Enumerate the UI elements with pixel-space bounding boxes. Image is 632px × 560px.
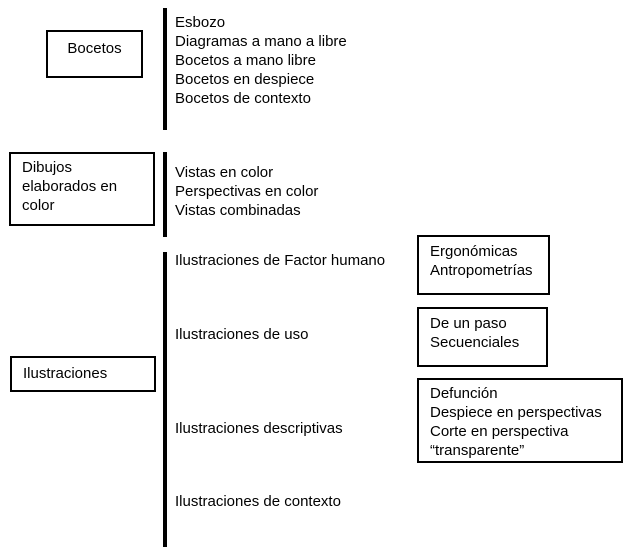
- bocetos-box-label: Bocetos: [67, 40, 122, 57]
- list-item: Corte en perspectiva: [430, 423, 569, 440]
- list-item: Diagramas a mano a libre: [175, 33, 347, 50]
- list-item: “transparente”: [430, 442, 525, 459]
- ilustraciones-connector-bar: [163, 252, 167, 547]
- list-item: Vistas combinadas: [175, 202, 301, 219]
- ilustraciones-item-uso: Ilustraciones de uso: [175, 326, 309, 343]
- dibujos-box: Dibujos elaborados en color: [9, 152, 155, 226]
- dibujos-box-label: Dibujos elaborados en color: [22, 159, 118, 214]
- list-item: Antropometrías: [430, 262, 533, 279]
- list-item: Bocetos en despiece: [175, 71, 315, 88]
- bocetos-item-list: Esbozo Diagramas a mano a libre Bocetos …: [175, 13, 347, 108]
- ilustraciones-item-descriptivas: Ilustraciones descriptivas: [175, 420, 343, 437]
- uso-detail-box: De un paso Secuenciales: [417, 307, 548, 367]
- list-item: Despiece en perspectivas: [430, 404, 602, 421]
- list-item: Secuenciales: [430, 334, 520, 351]
- bocetos-connector-bar: [163, 8, 167, 130]
- bocetos-box: Bocetos: [46, 30, 143, 78]
- list-item: De un paso: [430, 315, 507, 332]
- list-item: Perspectivas en color: [175, 183, 319, 200]
- list-item: Bocetos a mano libre: [175, 52, 316, 69]
- list-item: Bocetos de contexto: [175, 90, 311, 107]
- list-item: Esbozo: [175, 14, 226, 31]
- dibujos-connector-bar: [163, 152, 167, 237]
- ilustraciones-item-contexto: Ilustraciones de contexto: [175, 493, 341, 510]
- dibujos-item-list: Vistas en color Perspectivas en color Vi…: [175, 163, 318, 220]
- factor-humano-detail-box: Ergonómicas Antropometrías: [417, 235, 550, 295]
- list-item: Ergonómicas: [430, 243, 518, 260]
- list-item: Defunción: [430, 385, 498, 402]
- list-item: Vistas en color: [175, 164, 274, 181]
- ilustraciones-box: Ilustraciones: [10, 356, 156, 392]
- ilustraciones-box-label: Ilustraciones: [23, 365, 108, 382]
- ilustraciones-item-factor-humano: Ilustraciones de Factor humano: [175, 252, 386, 269]
- descriptivas-detail-box: Defunción Despiece en perspectivas Corte…: [417, 378, 623, 463]
